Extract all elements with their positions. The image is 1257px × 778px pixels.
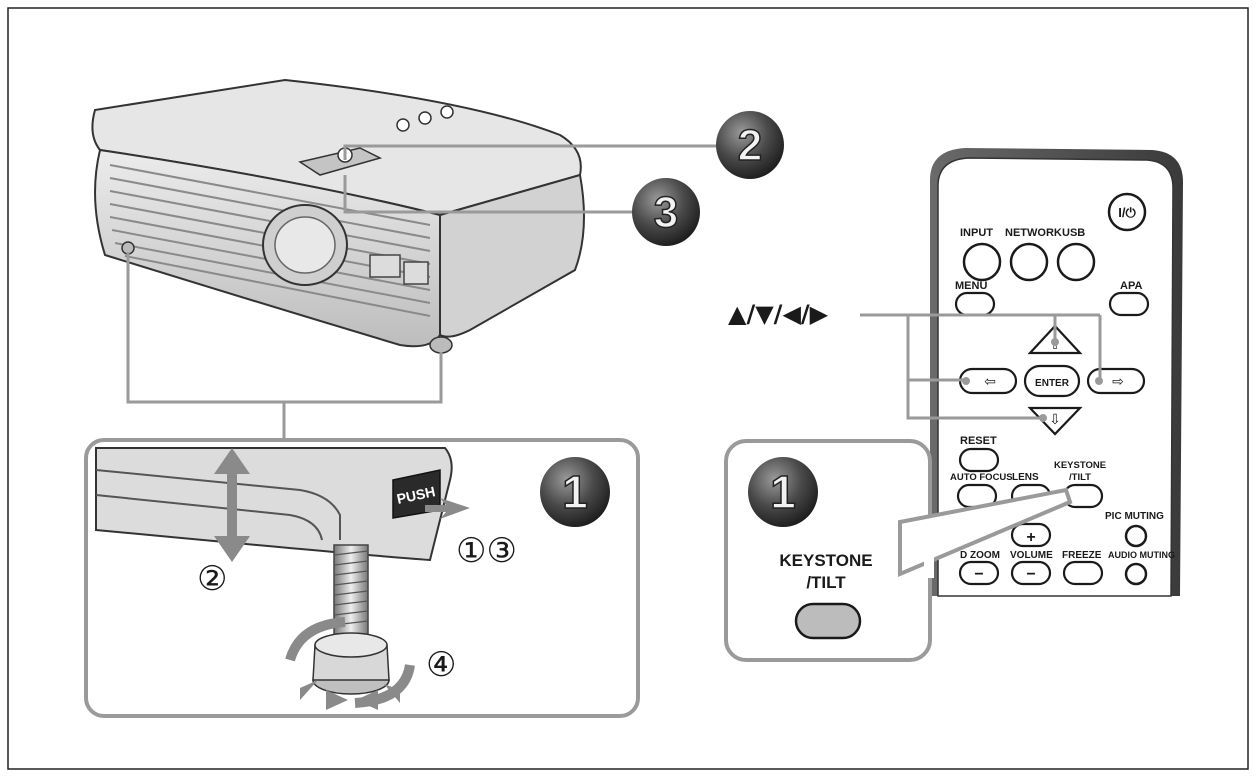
enter-label: ENTER bbox=[1035, 378, 1070, 389]
front-foot-icon bbox=[429, 336, 453, 354]
menu-label: MENU bbox=[955, 280, 987, 292]
badge-step-3: 3 bbox=[632, 178, 700, 246]
rotate-left-arrow-icon bbox=[285, 617, 346, 662]
volume-minus-label: − bbox=[1026, 566, 1035, 583]
reset-label: RESET bbox=[960, 435, 997, 447]
badge-step-2: 2 bbox=[716, 111, 784, 179]
badge-2-number: 2 bbox=[738, 121, 762, 170]
keystone-detail-panel: 1 KEYSTONE /TILT bbox=[724, 439, 1073, 662]
badge-3-number: 3 bbox=[654, 188, 678, 237]
network-label: NETWORK bbox=[1005, 227, 1062, 239]
menu-button bbox=[954, 291, 996, 317]
audio-muting-label: AUDIO MUTING bbox=[1108, 550, 1175, 560]
input-button-icon bbox=[418, 111, 432, 125]
right-arrow-button bbox=[1086, 367, 1146, 395]
audio-muting-button bbox=[1124, 562, 1148, 586]
projector bbox=[91, 78, 585, 354]
volume-plus-button bbox=[1010, 522, 1052, 548]
callout-lines-projector bbox=[126, 144, 718, 440]
input-label: INPUT bbox=[960, 227, 993, 239]
freeze-label: FREEZE bbox=[1062, 550, 1102, 561]
keystone-detail-line2: /TILT bbox=[806, 573, 846, 592]
arrow-keys-label: ▲/▼/◀/▶ bbox=[728, 300, 829, 328]
badge-step-1-foot: 1 bbox=[540, 457, 610, 527]
network-button bbox=[1009, 242, 1049, 282]
volume-minus-button bbox=[1010, 560, 1052, 586]
apa-label: APA bbox=[1120, 280, 1142, 292]
keystone-detail-line1: KEYSTONE bbox=[779, 551, 872, 570]
outer-frame bbox=[7, 7, 1249, 770]
power-button-icon bbox=[396, 118, 410, 132]
badge-1-number-remote: 1 bbox=[770, 466, 796, 518]
auto-focus-label: AUTO FOCUS bbox=[950, 472, 1013, 483]
push-arrow-icon bbox=[425, 498, 470, 519]
power-label: I/⏻ bbox=[1118, 205, 1136, 220]
keystone-detail-button bbox=[794, 602, 862, 640]
usb-label: USB bbox=[1062, 227, 1085, 239]
adjuster-screw bbox=[333, 544, 369, 636]
menu-button-icon bbox=[440, 105, 454, 119]
lens-label: LENS bbox=[1012, 472, 1039, 483]
d-zoom-minus-label: − bbox=[974, 566, 983, 583]
apa-button bbox=[1108, 291, 1150, 317]
usb-button bbox=[1056, 242, 1096, 282]
pic-muting-label: PIC MUTING bbox=[1105, 511, 1164, 522]
left-arrow-icon: ⇦ bbox=[984, 374, 996, 390]
input-button bbox=[962, 242, 1002, 282]
keystone-zoom-connector bbox=[898, 487, 1073, 578]
foot-detail-panel: PUSH ② bbox=[84, 438, 640, 718]
keystone-label-line1: KEYSTONE bbox=[1054, 460, 1106, 471]
badge-1-number-foot: 1 bbox=[562, 466, 588, 518]
volume-plus-label: + bbox=[1026, 529, 1035, 546]
right-arrow-icon: ⇨ bbox=[1112, 374, 1124, 390]
step-2-label: ② bbox=[197, 559, 227, 599]
d-zoom-label: D ZOOM bbox=[960, 550, 1000, 561]
push-label: PUSH bbox=[395, 483, 436, 507]
freeze-button bbox=[1062, 560, 1104, 586]
step-4-label: ④ bbox=[426, 645, 456, 685]
power-button bbox=[1107, 192, 1147, 232]
d-zoom-minus-button bbox=[958, 560, 1000, 586]
keystone-label-line2: /TILT bbox=[1069, 472, 1091, 483]
callout-lines-remote bbox=[860, 313, 1102, 420]
enter-button bbox=[1023, 364, 1081, 398]
pic-muting-button bbox=[1124, 524, 1148, 548]
badge-step-1-remote: 1 bbox=[748, 457, 818, 527]
reset-button bbox=[958, 447, 1000, 473]
volume-label: VOLUME bbox=[1010, 550, 1053, 561]
up-down-arrow-icon bbox=[214, 448, 250, 562]
step-1-3-label: ①③ bbox=[456, 531, 517, 571]
down-arrow-icon: ⇩ bbox=[1049, 412, 1061, 428]
